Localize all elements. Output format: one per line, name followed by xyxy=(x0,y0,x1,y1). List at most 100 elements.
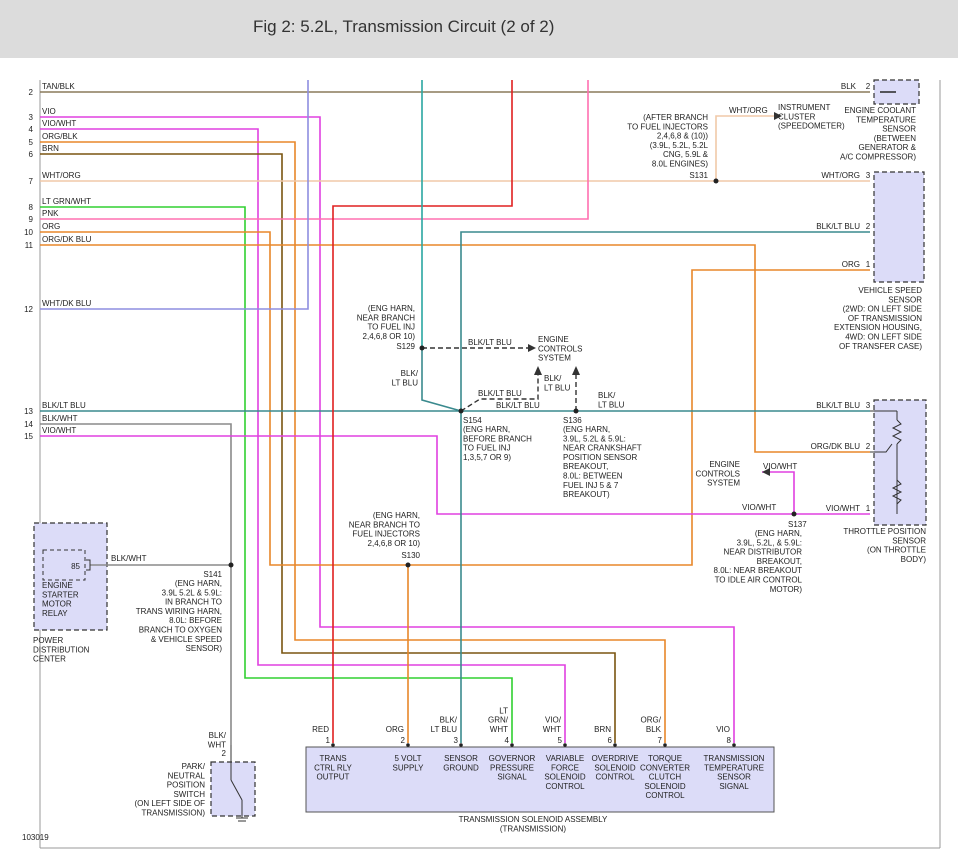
wire-pin-number: 8 xyxy=(29,203,34,212)
pnp-wire-label: WHT xyxy=(208,740,226,749)
wire-color-label: LT GRN/WHT xyxy=(42,197,91,206)
blk-lt-blu-label: BLK/ xyxy=(598,391,616,400)
vss-pin-number: 3 xyxy=(866,171,871,180)
solenoid-pin-number: 2 xyxy=(401,736,406,745)
ect-sensor-label: ENGINE COOLANT xyxy=(844,106,916,115)
solenoid-pin-number: 7 xyxy=(658,736,663,745)
solenoid-wire-label: LT BLU xyxy=(431,725,458,734)
pnp-switch-box xyxy=(210,761,256,817)
vss-pin-number: 1 xyxy=(866,260,871,269)
tps-wire-label: VIO/WHT xyxy=(826,504,860,513)
s129-note: (ENG HARN, xyxy=(368,304,415,313)
wire-pin-number: 9 xyxy=(29,215,34,224)
vss-label: SENSOR xyxy=(888,295,922,304)
wires xyxy=(40,80,896,745)
vss-label: OF TRANSFER CASE) xyxy=(839,342,922,351)
splice-s129-label: S129 xyxy=(396,342,415,351)
s137-note: MOTOR) xyxy=(770,585,803,594)
splice-s154-label: S154 xyxy=(463,416,482,425)
s141-note: BRANCH TO OXYGEN xyxy=(139,626,223,635)
wire-pin-number: 11 xyxy=(25,241,34,250)
pnp-switch-label: SWITCH xyxy=(173,790,205,799)
relay-label: RELAY xyxy=(42,609,68,618)
solenoid-wire-label: BRN xyxy=(594,725,611,734)
tps-label: (ON THROTTLE xyxy=(867,546,926,555)
s129-wire-label: BLK/LT BLU xyxy=(468,338,512,347)
solenoid-wire-label: BLK/ xyxy=(440,716,458,725)
pnp-switch-label: POSITION xyxy=(167,781,205,790)
solenoid-pin-label: SOLENOID xyxy=(644,782,686,791)
pnp-switch-label: NEUTRAL xyxy=(168,771,206,780)
wire-pin-number: 12 xyxy=(24,305,33,314)
solenoid-pin-label: OVERDRIVE xyxy=(591,754,638,763)
solenoid-assembly-title: TRANSMISSION SOLENOID ASSEMBLY xyxy=(459,815,608,824)
solenoid-wire-label: ORG xyxy=(386,725,404,734)
relay-label: MOTOR xyxy=(42,600,72,609)
vss-label: VEHICLE SPEED xyxy=(858,286,922,295)
tps-wire-label: BLK/LT BLU xyxy=(816,401,860,410)
solenoid-pin-number: 8 xyxy=(727,736,732,745)
wire-pin-number: 7 xyxy=(29,177,34,186)
relay-pin-bracket xyxy=(86,559,91,571)
pnp-switch-label: PARK/ xyxy=(182,762,206,771)
solenoid-pin-label: SIGNAL xyxy=(719,782,749,791)
solenoid-pin-label: GROUND xyxy=(443,763,479,772)
vss-label: OF TRANSMISSION xyxy=(848,314,922,323)
cluster-label: CLUSTER xyxy=(778,112,816,121)
figure-title: Fig 2: 5.2L, Transmission Circuit (2 of … xyxy=(253,17,555,36)
vss-label: 4WD: ON LEFT SIDE xyxy=(845,333,922,342)
solenoid-pin-label: TRANSMISSION xyxy=(704,754,765,763)
solenoid-pin-dot xyxy=(663,743,667,747)
relay-label: STARTER xyxy=(42,590,79,599)
vss-label: (2WD: ON LEFT SIDE xyxy=(843,305,922,314)
s131-dot xyxy=(713,178,719,184)
ect-sensor-label: A/C COMPRESSOR) xyxy=(840,153,916,162)
figure-header: Fig 2: 5.2L, Transmission Circuit (2 of … xyxy=(0,0,958,58)
solenoid-pin-label: OUTPUT xyxy=(317,773,350,782)
wire-blk-lt-blu-s129 xyxy=(421,348,462,412)
solenoid-pin-label: SENSOR xyxy=(717,773,751,782)
wire-color-label: ORG/BLK xyxy=(42,132,78,141)
wire-color-label: WHT/DK BLU xyxy=(42,299,92,308)
solenoid-pin-label: CLUTCH xyxy=(649,773,682,782)
vss-box xyxy=(873,171,925,283)
s137-dot xyxy=(791,511,797,517)
blk-lt-blu-label: BLK/ xyxy=(544,374,562,383)
component-boxes xyxy=(33,79,927,817)
splice-s136-label: S136 xyxy=(563,416,582,425)
wire-color-label: BLK/WHT xyxy=(42,414,78,423)
tps-box xyxy=(873,399,927,526)
s141-note: TRANS WIRING HARN, xyxy=(136,607,222,616)
tps-pin-number: 1 xyxy=(866,504,871,513)
solenoid-pin-label: CONVERTER xyxy=(640,763,690,772)
wire-pin-number: 14 xyxy=(24,420,33,429)
wire-color-label: ORG xyxy=(42,222,60,231)
s141-dot xyxy=(228,562,234,568)
diagram-frame xyxy=(39,80,941,849)
s154-note: BEFORE BRANCH xyxy=(463,434,532,443)
s154-dot xyxy=(458,408,464,414)
splice-dots xyxy=(228,178,797,568)
engine-controls-top-label: ENGINE xyxy=(538,335,569,344)
s136-note: NEAR CRANKSHAFT xyxy=(563,444,642,453)
tps-wire-label: ORG/DK BLU xyxy=(811,442,861,451)
solenoid-pin-dot xyxy=(406,743,410,747)
s141-note: IN BRANCH TO xyxy=(165,598,222,607)
solenoid-pin-dot xyxy=(613,743,617,747)
wire-vio xyxy=(40,116,735,743)
ect-sensor-label: TEMPERATURE xyxy=(856,115,916,124)
vss-wire-label: WHT/ORG xyxy=(821,171,860,180)
wire-color-label: BLK/LT BLU xyxy=(42,401,86,410)
solenoid-pin-dot xyxy=(563,743,567,747)
solenoid-pin-dot xyxy=(331,743,335,747)
solenoid-pin-label: VARIABLE xyxy=(546,754,585,763)
solenoid-wire-label: VIO/ xyxy=(545,716,562,725)
wire-pnk xyxy=(40,80,589,220)
blk-lt-blu-label: LT BLU xyxy=(392,378,419,387)
s136-note: POSITION SENSOR xyxy=(563,453,637,462)
pnp-pin-number: 2 xyxy=(222,749,227,758)
cluster-note: CNG, 5.9L & xyxy=(663,150,709,159)
solenoid-pin-label: SOLENOID xyxy=(544,773,586,782)
solenoid-wire-label: RED xyxy=(312,725,329,734)
s141-note: 3.9L 5.2L & 5.9L: xyxy=(162,588,222,597)
